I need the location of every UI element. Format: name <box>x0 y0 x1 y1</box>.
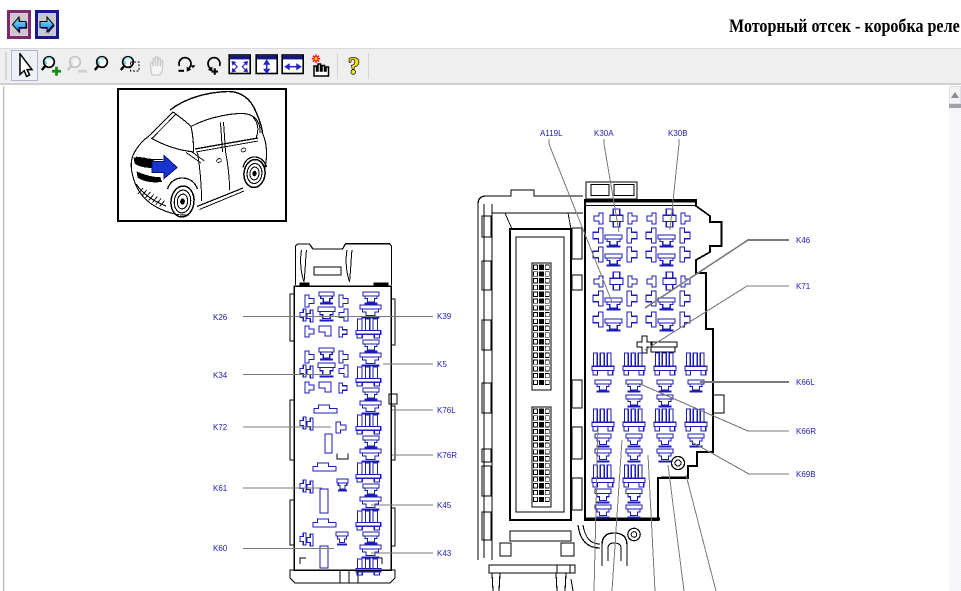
svg-text:K69B: K69B <box>796 470 816 479</box>
svg-text:K46: K46 <box>796 236 811 245</box>
svg-text:K61: K61 <box>213 484 228 493</box>
svg-text:K76R: K76R <box>437 451 457 460</box>
svg-text:K66R: K66R <box>796 427 816 436</box>
svg-text:K43: K43 <box>437 549 452 558</box>
svg-text:A119L: A119L <box>540 129 563 138</box>
svg-text:?: ? <box>348 54 360 80</box>
svg-text:K30A: K30A <box>594 129 614 138</box>
svg-text:K39: K39 <box>437 312 452 321</box>
svg-text:K66L: K66L <box>796 378 815 387</box>
svg-text:K34: K34 <box>213 371 228 380</box>
svg-text:K26: K26 <box>213 313 228 322</box>
svg-text:K72: K72 <box>213 423 228 432</box>
svg-text:K5: K5 <box>437 360 447 369</box>
svg-text:K30B: K30B <box>668 129 688 138</box>
svg-text:K76L: K76L <box>437 406 456 415</box>
svg-text:K60: K60 <box>213 544 228 553</box>
svg-text:K45: K45 <box>437 501 452 510</box>
svg-text:K71: K71 <box>796 282 811 291</box>
